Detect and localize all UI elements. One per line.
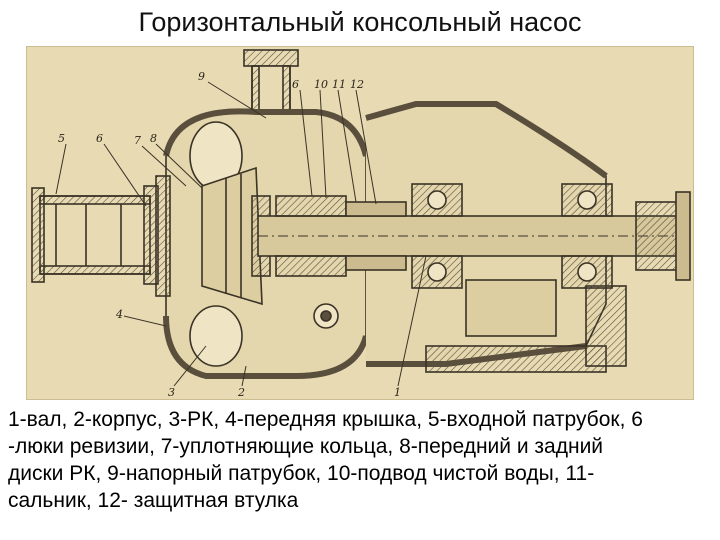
- bearing-front: [411, 183, 463, 289]
- callout-10: 10: [314, 78, 328, 91]
- callout-3: 3: [168, 386, 175, 399]
- callout-5: 5: [58, 132, 65, 145]
- callout-6: 6: [96, 132, 103, 145]
- legend-line: 1-вал, 2-корпус, 3-РК, 4-передняя крышка…: [8, 408, 643, 431]
- slide-title: Горизонтальный консольный насос: [138, 7, 582, 37]
- oil-chamber: [465, 279, 557, 337]
- callout-8: 8: [150, 132, 157, 145]
- discharge-nozzle: [243, 49, 299, 115]
- callout-4: 4: [115, 308, 123, 321]
- callout-11: 11: [332, 78, 346, 91]
- impeller: [201, 166, 271, 306]
- suction-nozzle: [31, 185, 159, 285]
- legend-line: сальник, 12- защитная втулка: [8, 489, 299, 512]
- callout-9: 9: [198, 70, 205, 83]
- legend-caption: 1-вал, 2-корпус, 3-РК, 4-передняя крышка…: [8, 406, 714, 514]
- bearing-rear: [561, 183, 613, 289]
- gland-packing: [275, 195, 407, 277]
- shaft: [257, 191, 691, 281]
- callout-1: 1: [394, 386, 401, 399]
- callout-12: 12: [350, 78, 364, 91]
- legend-line: -люки ревизии, 7-уплотняющие кольца, 8-п…: [8, 435, 604, 458]
- callout-6b: 6: [292, 78, 299, 91]
- callout-7: 7: [134, 134, 141, 147]
- pump-drawing: 9 5 6 7 8 6 10 11 12 4 3 2 1: [26, 46, 694, 400]
- legend-line: диски РК, 9-напорный патрубок, 10-подвод…: [8, 462, 595, 485]
- callout-2: 2: [237, 386, 245, 399]
